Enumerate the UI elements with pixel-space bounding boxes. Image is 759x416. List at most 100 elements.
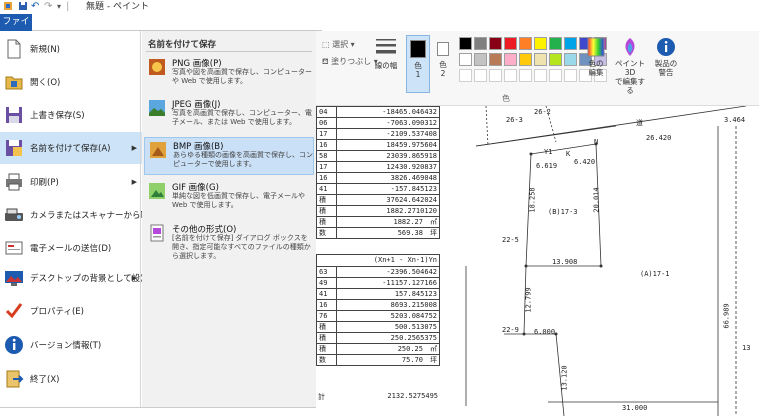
line-width-icon	[376, 39, 396, 54]
custom-color-slot[interactable]	[519, 69, 532, 82]
palette-swatch[interactable]	[489, 37, 502, 50]
palette-swatch[interactable]	[474, 53, 487, 66]
save-as-gif-image[interactable]: GIF 画像(G)単純な図を低画質で保存し、電子メールや Web で使用します。	[144, 179, 314, 217]
palette-swatch[interactable]	[534, 53, 547, 66]
custom-color-slot[interactable]	[504, 69, 517, 82]
table-row: 49-11157.127166	[316, 277, 440, 289]
palette-swatch[interactable]	[519, 37, 532, 50]
color1-button[interactable]: 色 1	[406, 35, 430, 93]
custom-color-slot[interactable]	[534, 69, 547, 82]
palette-swatch[interactable]	[504, 37, 517, 50]
menu-item-desktop-background[interactable]: デスクトップの背景として設定(B)▶	[0, 262, 161, 294]
palette-swatch[interactable]	[519, 53, 532, 66]
plan-label-22-5: 22-5	[502, 236, 519, 244]
plan-label-13-120: 13.120	[560, 365, 569, 391]
save-as-png-image[interactable]: PNG 画像(P)写真や図を高画質で保存し、コンピューターや Web で使用しま…	[144, 55, 314, 93]
redo-icon[interactable]: ↷	[44, 1, 53, 12]
app-icon	[3, 1, 13, 13]
save-as-bmp-image[interactable]: BMP 画像(B)あらゆる種類の画像を高画質で保存し、コンピューターで使用します…	[144, 137, 314, 175]
save-as-option-title: PNG 画像(P)	[172, 59, 222, 69]
palette-swatch[interactable]	[564, 37, 577, 50]
line-width-button[interactable]: 線の幅	[374, 37, 398, 70]
paint3d-icon	[625, 38, 635, 56]
table-row: 17-2109.537408	[316, 128, 440, 140]
table-cell-value: 250.2565375	[336, 332, 440, 344]
menu-item-info[interactable]: バージョン情報(T)	[0, 329, 142, 361]
table-cell-value: -7063.090312	[336, 117, 440, 129]
table-row: 06-7063.090312	[316, 117, 440, 129]
menu-item-email[interactable]: 電子メールの送信(D)	[0, 232, 142, 264]
custom-color-slot[interactable]	[594, 69, 607, 82]
select-icon: ⬚	[322, 40, 330, 49]
menu-item-label: プロパティ(E)	[30, 307, 84, 317]
menu-item-save[interactable]: 上書き保存(S)	[0, 99, 142, 131]
plan-label-26-3: 26-3	[506, 116, 523, 124]
save-as-other-formats[interactable]: その他の形式(O)[名前を付けて保存] ダイアログ ボックスを開き、指定可能なす…	[144, 221, 314, 260]
table-cell-key: 16	[316, 139, 337, 151]
menu-item-new-file[interactable]: 新規(N)	[0, 33, 142, 65]
custom-color-slot[interactable]	[564, 69, 577, 82]
palette-swatch[interactable]	[474, 37, 487, 50]
plan-label-road: 道	[636, 119, 643, 127]
file-tab[interactable]: ファイル	[0, 14, 32, 44]
palette-swatch[interactable]	[504, 53, 517, 66]
palette-swatch[interactable]	[534, 37, 547, 50]
table-cell-value: 1882.2710120	[336, 205, 440, 217]
menu-item-save-as[interactable]: 名前を付けて保存(A)▶	[0, 132, 142, 164]
custom-color-slot[interactable]	[474, 69, 487, 82]
save-as-jpeg-image[interactable]: JPEG 画像(J)写真を高画質で保存し、コンピューター、電子メール、または W…	[144, 96, 314, 134]
custom-color-slot[interactable]	[459, 69, 472, 82]
menu-item-open-folder[interactable]: 開く(O)	[0, 66, 142, 98]
color2-button[interactable]: 色 2	[432, 35, 454, 93]
custom-color-slot[interactable]	[579, 69, 592, 82]
palette-swatch[interactable]	[564, 53, 577, 66]
fill-button[interactable]: ⛾ 塗りつぶし ▾	[322, 57, 378, 66]
status-bar	[0, 407, 316, 416]
product-alert-button[interactable]: 製品の 警告	[652, 37, 680, 77]
table-row: 41-157.845123	[316, 183, 440, 195]
table-cell-value: -2396.504642	[336, 266, 440, 278]
total-label: 計	[318, 393, 325, 401]
table-cell-value: -11157.127166	[336, 277, 440, 289]
select-label: 選択	[332, 40, 349, 49]
plan-label-22-9: 22-9	[502, 326, 519, 334]
color1-swatch	[410, 40, 426, 58]
custom-color-slot[interactable]	[489, 69, 502, 82]
table-row: 63-2396.504642	[316, 266, 440, 278]
menu-item-label: 電子メールの送信(D)	[30, 244, 112, 254]
plan-label-6-619: 6.619	[536, 162, 558, 170]
scanner-icon	[4, 205, 24, 225]
paint3d-button[interactable]: ペイント 3D で編集する	[613, 37, 647, 95]
table-cell-key: 41	[316, 183, 337, 195]
palette-swatch[interactable]	[549, 53, 562, 66]
table-cell-key: 63	[316, 266, 337, 278]
menu-item-properties-check[interactable]: プロパティ(E)	[0, 295, 142, 327]
palette-swatch[interactable]	[489, 53, 502, 66]
menu-item-scanner[interactable]: カメラまたはスキャナーから取り込み(M)	[0, 199, 188, 231]
table-cell-value: 12430.920837	[336, 161, 440, 173]
table-cell-key: 76	[316, 310, 337, 322]
table-cell-key: 49	[316, 277, 337, 289]
save-as-option-description: 単純な図を低画質で保存し、電子メールや Web で使用します。	[172, 192, 305, 209]
undo-icon[interactable]: ↶	[31, 1, 40, 12]
custom-color-slot[interactable]	[549, 69, 562, 82]
table-cell-value: 5203.084752	[336, 310, 440, 322]
save-as-option-title: BMP 画像(B)	[173, 142, 224, 152]
palette-swatch[interactable]	[459, 53, 472, 66]
select-button[interactable]: ⬚ 選択 ▾	[322, 40, 355, 49]
menu-item-exit[interactable]: 終了(X)	[0, 363, 142, 395]
customize-qat-icon[interactable]: ▾	[57, 2, 62, 11]
menu-item-printer[interactable]: 印刷(P)▶	[0, 166, 142, 198]
save-quick-icon[interactable]	[18, 1, 28, 13]
edit-colors-button[interactable]: 色の 編集	[584, 37, 608, 77]
palette-swatch[interactable]	[459, 37, 472, 50]
table-cell-key: 16	[316, 299, 337, 311]
palette-swatch[interactable]	[549, 37, 562, 50]
